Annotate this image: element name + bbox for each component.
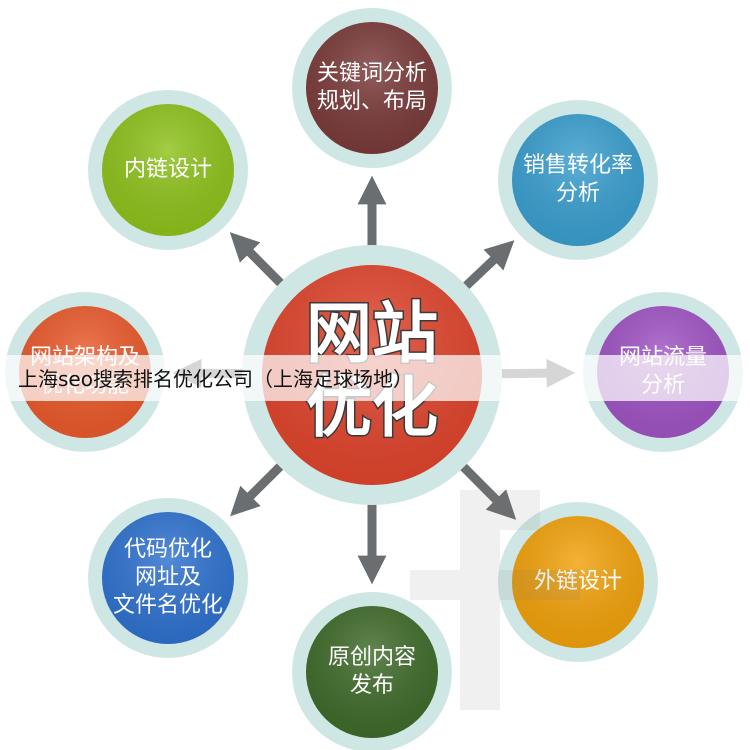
arrow-to-internal <box>229 232 285 288</box>
node-label-line: 代码优化 <box>124 537 212 562</box>
node-internal: 内链设计 <box>88 90 248 250</box>
node-label-line: 内链设计 <box>124 157 212 182</box>
node-label-line: 规划、布局 <box>317 89 427 114</box>
nodes-layer: 关键词分析规划、布局销售转化率分析网站流量分析外链设计原创内容发布代码优化网址及… <box>5 8 743 750</box>
node-label-line: 原创内容 <box>328 645 416 670</box>
node-label-line: 外链设计 <box>534 569 622 594</box>
banner-title: 上海seo搜索排名优化公司（上海足球场地） <box>18 367 413 391</box>
node-label-line: 销售转化率 <box>523 153 633 178</box>
node-label-line: 发布 <box>350 673 394 698</box>
node-label-line: 分析 <box>556 181 600 206</box>
arrow-to-sales <box>461 240 515 291</box>
node-label-line: 关键词分析 <box>317 61 427 86</box>
node-label-line: 文件名优化 <box>113 593 223 618</box>
arrow-to-outlink <box>459 462 517 520</box>
arrow-to-code <box>230 462 285 517</box>
node-outlink: 外链设计 <box>498 502 658 662</box>
title-banner <box>0 355 750 401</box>
node-label-line: 网址及 <box>135 565 201 590</box>
